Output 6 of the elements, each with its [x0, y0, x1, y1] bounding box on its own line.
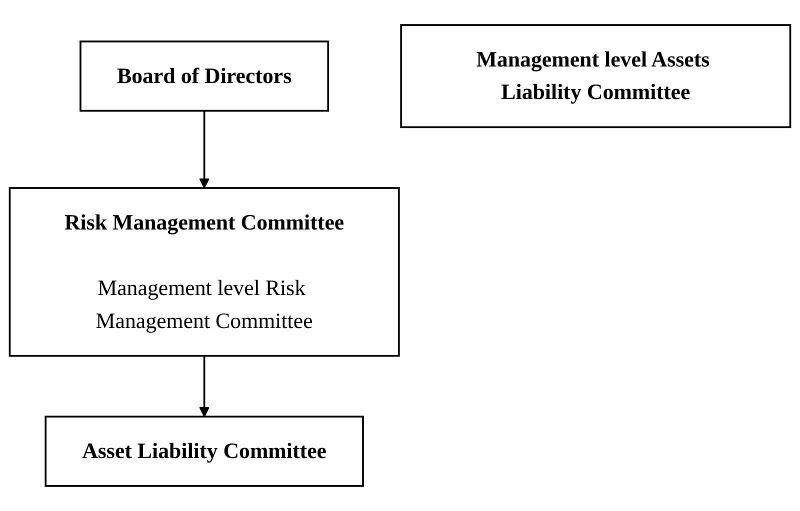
node-box: Asset Liability Committee — [44, 416, 364, 487]
arrow — [198, 356, 210, 418]
arrow — [198, 110, 210, 188]
node-box: Risk Management Committee Management level Risk Management Committee — [8, 187, 400, 357]
node-box: Management level Assets Liability Committee — [400, 24, 792, 128]
node-box: Board of Directors — [80, 40, 330, 112]
